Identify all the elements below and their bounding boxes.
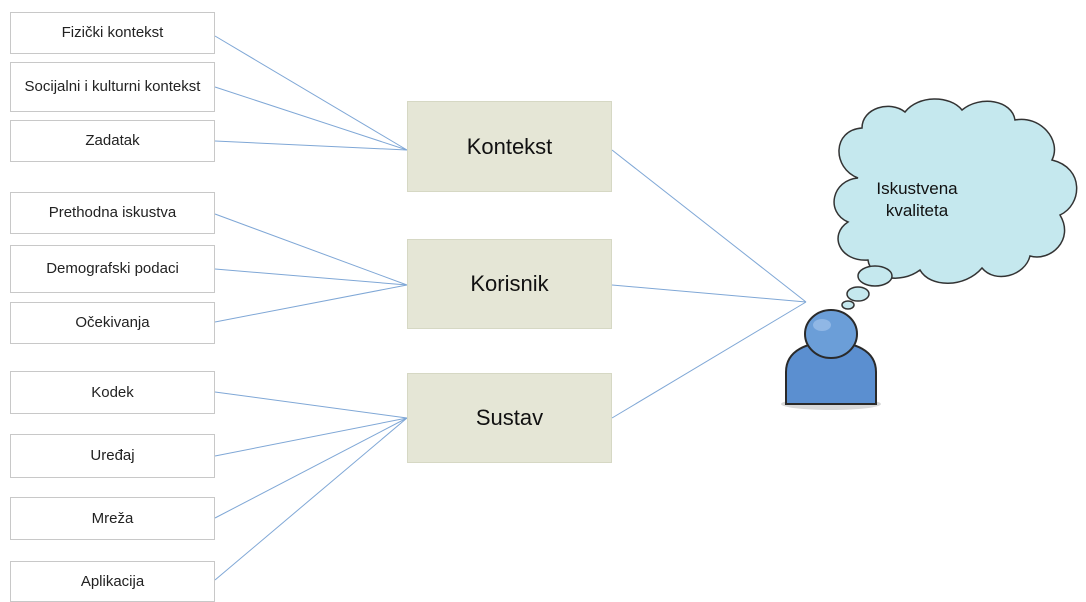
factor-label: Socijalni i kulturni kontekst xyxy=(24,78,201,95)
category-korisnik: Korisnik xyxy=(407,239,612,329)
link-sustav-user xyxy=(611,301,807,419)
category-label: Sustav xyxy=(475,405,544,430)
thought-cloud xyxy=(833,98,1078,284)
factor-prethodna-iskustva: Prethodna iskustva xyxy=(10,192,215,234)
link-korisnik-user xyxy=(611,284,807,303)
category-sustav: Sustav xyxy=(407,373,612,463)
factor-mreza: Mreža xyxy=(10,497,215,540)
link-aplikacija-sustav xyxy=(214,417,408,581)
link-demografski-korisnik xyxy=(214,268,408,286)
factor-ocekivanja: Očekivanja xyxy=(10,302,215,344)
factor-aplikacija: Aplikacija xyxy=(10,561,215,602)
factor-label: Aplikacija xyxy=(80,572,145,590)
link-zadatak-kontekst xyxy=(214,140,408,151)
thought-bubbles xyxy=(841,265,893,310)
factor-zadatak: Zadatak xyxy=(10,120,215,162)
factor-label: Mreža xyxy=(91,509,134,527)
factor-label: Fizički kontekst xyxy=(61,24,164,41)
link-fizicki-kontekst xyxy=(214,35,408,151)
factor-kodek: Kodek xyxy=(10,371,215,414)
factor-label: Uređaj xyxy=(90,447,135,464)
factor-label: Demografski podaci xyxy=(46,260,179,277)
cloud-label: Iskustvena kvaliteta xyxy=(876,179,958,220)
person-icon xyxy=(781,309,881,410)
factor-label: Zadatak xyxy=(85,132,140,149)
factor-uredaj: Uređaj xyxy=(10,434,215,478)
factor-label: Kodek xyxy=(91,383,134,401)
link-ocekivanja-korisnik xyxy=(214,284,408,323)
factor-label: Očekivanja xyxy=(75,314,150,331)
factor-demografski-podaci: Demografski podaci xyxy=(10,245,215,293)
factor-socijalni-kontekst: Socijalni i kulturni kontekst xyxy=(10,62,215,112)
link-mreza-sustav xyxy=(214,417,408,519)
category-label: Kontekst xyxy=(466,133,553,159)
factor-fizicki-kontekst: Fizički kontekst xyxy=(10,12,215,54)
link-uredaj-sustav xyxy=(214,417,408,457)
link-socijalni-kontekst xyxy=(214,86,408,151)
link-prethodna-korisnik xyxy=(214,213,408,286)
factor-label: Prethodna iskustva xyxy=(48,204,177,221)
category-kontekst: Kontekst xyxy=(407,101,612,192)
category-label: Korisnik xyxy=(470,271,549,296)
link-kontekst-user xyxy=(611,149,807,303)
link-kodek-sustav xyxy=(214,391,408,419)
